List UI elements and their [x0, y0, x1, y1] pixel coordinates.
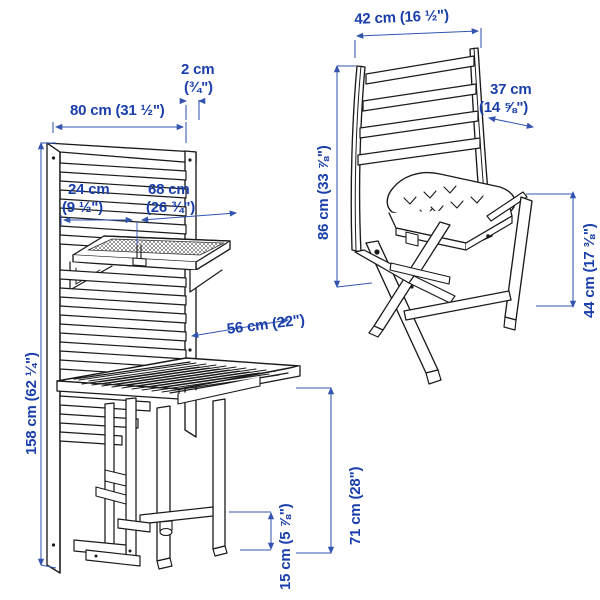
dimension-label-panel-thickness-cm: 2 cm — [181, 61, 215, 78]
dimension-label-foot-clearance: 15 cm (5 ⅞") — [277, 503, 294, 590]
dimension-lines — [37, 28, 577, 569]
dimension-label-table-width: 80 cm (31 ½") — [70, 102, 165, 119]
dimension-label-table-height: 71 cm (28") — [347, 466, 364, 545]
dimension-label-panel-thickness-inch: (¾") — [184, 79, 213, 96]
dimension-label-chair-height: 86 cm (33 ⅞") — [315, 145, 332, 240]
dimension-label-chair-depth-cm: 37 cm — [490, 81, 532, 98]
dimension-label-shelf-right-cm: 68 cm — [148, 181, 190, 198]
dimension-label-total-height: 158 cm (62 ¼") — [23, 352, 40, 455]
wall-panel-table-illustration — [46, 142, 301, 574]
dimension-label-shelf-left-cm: 24 cm — [68, 181, 110, 198]
dimension-label-shelf-left-inch: (9 ½") — [62, 199, 103, 216]
dimension-label-shelf-right-inch: (26 ¾") — [146, 199, 196, 216]
folding-chair-illustration — [350, 47, 533, 385]
dimension-label-chair-depth-inch: (14 ⅝") — [479, 99, 529, 116]
dimension-label-seat-height: 44 cm (17 ⅜") — [581, 223, 598, 318]
